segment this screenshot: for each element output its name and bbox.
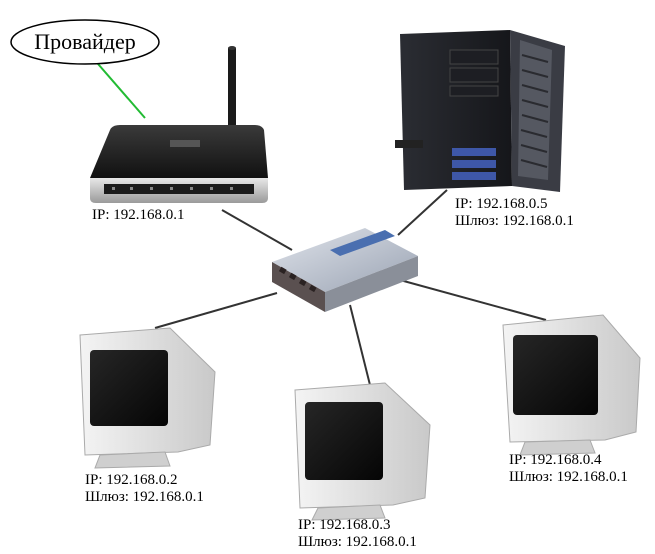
monitor-right-icon (502, 314, 641, 456)
link-pc-right-switch (399, 279, 547, 321)
pc-left-ip: IP: 192.168.0.2 (85, 472, 178, 488)
pc-center-ip: IP: 192.168.0.3 (298, 517, 391, 533)
router-ip: IP: 192.168.0.1 (92, 207, 185, 223)
link-server-switch (397, 189, 448, 236)
link-pc-center-switch (349, 304, 371, 386)
provider-ellipse (10, 19, 160, 65)
server-gateway: Шлюз: 192.168.0.1 (455, 213, 574, 229)
pc-center-gateway: Шлюз: 192.168.0.1 (298, 534, 417, 550)
pc-right-ip: IP: 192.168.0.4 (509, 452, 602, 468)
uplink-line (91, 56, 146, 119)
provider-label: Провайдер (34, 29, 136, 54)
server-icon (395, 30, 565, 192)
router-icon (90, 46, 268, 203)
pc-left-gateway: Шлюз: 192.168.0.1 (85, 489, 204, 505)
pc-right-gateway: Шлюз: 192.168.0.1 (509, 469, 628, 485)
server-ip: IP: 192.168.0.5 (455, 196, 548, 212)
monitor-center-icon (294, 382, 431, 521)
link-router-switch (221, 209, 293, 251)
monitor-left-icon (79, 327, 216, 469)
link-pc-left-switch (154, 292, 278, 329)
switch-icon (272, 228, 418, 312)
connections (91, 56, 547, 386)
